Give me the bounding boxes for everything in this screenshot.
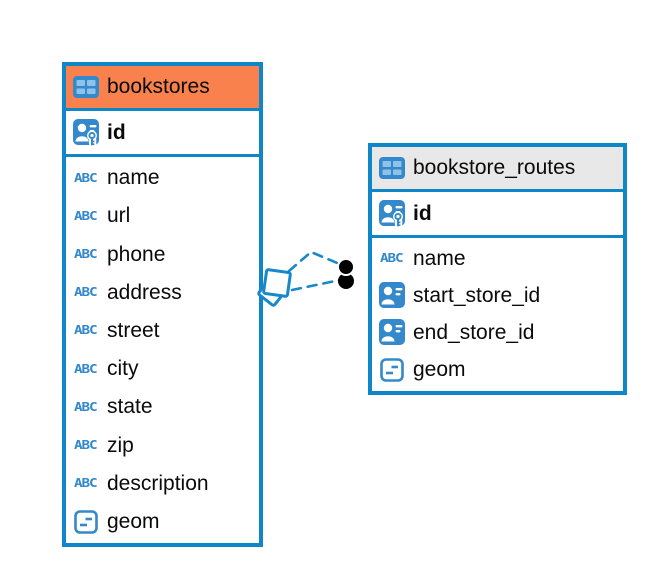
column-name: geom — [107, 509, 160, 533]
diamond-front — [262, 268, 292, 298]
text-icon: ABC — [74, 247, 98, 262]
column-row-id[interactable]: id — [372, 192, 623, 238]
column-name: geom — [413, 358, 466, 382]
column-row-name[interactable]: ABC name — [372, 240, 623, 278]
column-name: state — [107, 395, 153, 419]
primary-key-icon — [72, 118, 99, 147]
column-name: id — [413, 201, 432, 225]
column-name: name — [413, 246, 466, 270]
column-row-address[interactable]: ABC address — [66, 273, 259, 312]
column-name: zip — [107, 433, 134, 457]
column-name: description — [107, 471, 209, 495]
column-row-state[interactable]: ABC state — [66, 388, 259, 427]
relationship-line[interactable] — [287, 250, 344, 273]
column-name: url — [107, 204, 131, 228]
column-name: name — [107, 166, 160, 190]
column-row-street[interactable]: ABC street — [66, 311, 259, 351]
column-row-phone[interactable]: ABC phone — [66, 235, 259, 274]
column-row-url[interactable]: ABC url — [66, 197, 259, 236]
column-row-start_store_id[interactable]: start_store_id — [372, 277, 623, 315]
geometry-icon — [378, 358, 405, 383]
column-name: end_store_id — [413, 321, 535, 345]
relationship-line[interactable] — [290, 278, 342, 292]
primary-key-icon — [378, 199, 405, 228]
reference-icon — [378, 281, 405, 310]
table-header-bookstore-routes[interactable]: bookstore_routes — [372, 147, 623, 192]
column-row-name[interactable]: ABC name — [66, 159, 259, 198]
column-name: address — [107, 280, 182, 304]
table-icon — [378, 157, 405, 179]
column-row-zip[interactable]: ABC zip — [66, 426, 259, 465]
text-icon: ABC — [74, 323, 98, 339]
text-icon: ABC — [74, 285, 98, 300]
table-name: bookstore_routes — [413, 156, 576, 179]
table-icon — [72, 76, 99, 98]
column-row-geom[interactable]: geom — [372, 351, 623, 389]
text-icon: ABC — [380, 251, 404, 266]
column-row-description[interactable]: ABC description — [66, 464, 259, 503]
text-icon: ABC — [74, 361, 98, 377]
text-icon: ABC — [74, 209, 98, 224]
column-row-id[interactable]: id — [66, 111, 259, 157]
column-list: ABC name start_store_id end_store_id geom — [372, 238, 623, 391]
text-icon: ABC — [74, 438, 98, 453]
column-row-city[interactable]: ABC city — [66, 350, 259, 389]
column-name: street — [107, 318, 160, 342]
column-name: city — [107, 357, 139, 381]
table-bookstore-routes[interactable]: bookstore_routes id ABC name start_store_… — [368, 143, 627, 395]
column-name: start_store_id — [413, 283, 541, 307]
table-header-bookstores[interactable]: bookstores — [66, 66, 259, 111]
relationship-endpoint-dot[interactable] — [337, 258, 355, 276]
geometry-icon — [72, 510, 99, 534]
text-icon: ABC — [74, 476, 98, 491]
relationship-source-diamond-marker[interactable] — [257, 268, 292, 307]
relationship-endpoint-dot[interactable] — [338, 273, 354, 289]
reference-icon — [378, 319, 405, 347]
column-name: id — [107, 120, 126, 144]
text-icon: ABC — [74, 400, 98, 415]
column-row-end_store_id[interactable]: end_store_id — [372, 314, 623, 352]
column-name: phone — [107, 242, 166, 266]
column-row-geom[interactable]: geom — [66, 502, 259, 542]
text-icon: ABC — [74, 170, 98, 186]
table-name: bookstores — [107, 75, 210, 98]
